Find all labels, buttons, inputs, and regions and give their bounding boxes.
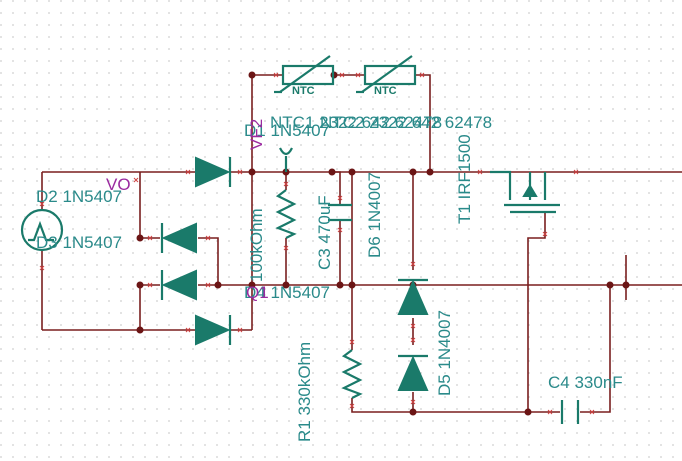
junction-node	[248, 168, 256, 176]
label-d5: D5 1N4007	[435, 310, 454, 396]
label-c4: C4 330nF	[548, 373, 623, 392]
resistor-r1[interactable]	[341, 349, 363, 399]
label-ntc1: NTC1 2322 642 62478	[270, 113, 442, 132]
wire-d3-right	[198, 237, 219, 285]
label-d4: D4 1N5407	[244, 283, 330, 302]
junction-node	[336, 281, 344, 289]
resistor-r2[interactable]	[275, 189, 297, 239]
wire-mosfet-source	[527, 212, 546, 412]
capacitor-c3[interactable]	[328, 203, 352, 222]
labels: NTC1 2322 642 62478 NTC2 2322 642 62478 …	[36, 85, 623, 442]
junction-node	[426, 168, 434, 176]
junction-node	[348, 281, 356, 289]
label-vf2: VF2	[247, 119, 266, 150]
junction-node	[409, 408, 417, 416]
label-ntc2: NTC2 2322 642 62478	[320, 113, 492, 132]
junction-node	[524, 408, 532, 416]
label-d6: D6 1N4007	[365, 172, 384, 258]
diode-d4[interactable]	[160, 269, 197, 301]
diode-d2[interactable]	[195, 314, 232, 346]
junction-node	[328, 168, 336, 176]
junction-node	[248, 281, 256, 289]
junction-node	[214, 281, 222, 289]
label-ntc2-text: NTC	[374, 85, 397, 97]
ntc1-thermistor[interactable]	[274, 55, 335, 94]
mosfet-t1[interactable]	[490, 170, 560, 214]
junction-node	[248, 71, 256, 79]
waveform-icon	[28, 220, 54, 242]
diode-d1[interactable]	[195, 156, 232, 188]
ntc2-thermistor[interactable]	[356, 55, 417, 94]
wire-top-right	[414, 74, 431, 172]
label-d1: D1 1N5407	[244, 121, 330, 140]
label-r1: R1 330kOhm	[295, 342, 314, 442]
diode-d6[interactable]	[397, 278, 429, 315]
label-vo: VO	[106, 175, 131, 194]
label-c3: C3 470uF	[315, 195, 334, 270]
label-r2: 100kOhm	[247, 208, 266, 282]
junction-node	[409, 168, 417, 176]
junction-node	[136, 234, 144, 242]
diode-d5[interactable]	[397, 354, 429, 391]
probe-vf2-symbol[interactable]	[279, 147, 293, 172]
junction-node	[136, 326, 144, 334]
wire-c4-right	[580, 285, 611, 413]
junctions	[136, 71, 630, 416]
label-q1: Q1	[246, 283, 269, 302]
label-d3: D3 1N5407	[36, 233, 122, 252]
junction-node	[348, 168, 356, 176]
label-t1: T1 IRF1500	[455, 134, 474, 224]
wire-r1-bottom	[351, 398, 528, 413]
capacitor-c4[interactable]	[560, 400, 580, 424]
pin-markers	[39, 72, 595, 415]
label-ntc1-text: NTC	[292, 85, 315, 97]
label-d2: D2 1N5407	[36, 187, 122, 206]
diode-d3[interactable]	[160, 222, 197, 254]
junction-node	[136, 281, 144, 289]
junction-node	[606, 281, 614, 289]
junction-node	[622, 281, 630, 289]
junction-node	[282, 281, 290, 289]
ac-source-symbol[interactable]	[20, 208, 64, 252]
